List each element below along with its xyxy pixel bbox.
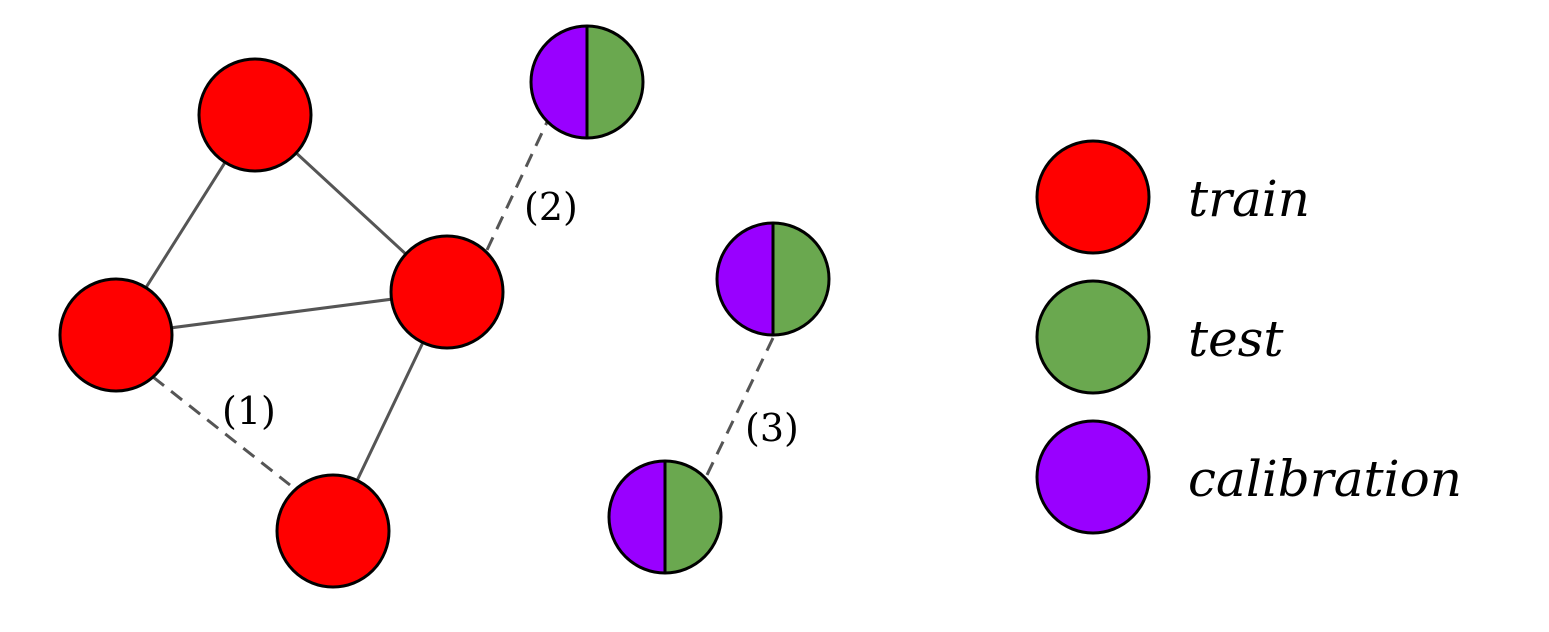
split-node-2-outline (715, 221, 831, 337)
split-node-3-outline (607, 459, 723, 575)
edge-label-3: (3) (745, 406, 799, 450)
train-node-c (389, 234, 505, 350)
legend-calibration-label: calibration (1188, 450, 1462, 508)
legend-train-swatch (1035, 139, 1151, 255)
train-node-d (275, 473, 391, 589)
legend: train test calibration (1035, 139, 1462, 535)
train-node-b (58, 277, 174, 393)
legend-calibration-swatch (1035, 419, 1151, 535)
split-node-1 (529, 24, 645, 140)
split-node-3-calibration-half (609, 461, 665, 573)
split-node-2-calibration-half (717, 223, 773, 335)
edge-label-2: (2) (524, 185, 578, 229)
split-node-3-test-half (665, 461, 721, 573)
edge-label-1: (1) (222, 389, 276, 433)
edge-dashed-1 (152, 375, 291, 487)
legend-test-swatch (1035, 279, 1151, 395)
split-node-2-test-half (773, 223, 829, 335)
legend-train-label: train (1188, 170, 1310, 228)
split-node-2 (715, 221, 831, 337)
train-node-a (197, 57, 313, 173)
split-node-1-test-half (587, 26, 643, 138)
split-node-1-outline (529, 24, 645, 140)
edge-dashed-2 (485, 119, 550, 251)
split-node-1-calibration-half (531, 26, 587, 138)
legend-test-label: test (1188, 310, 1284, 368)
split-node-3 (607, 459, 723, 575)
edge-dashed-3 (704, 337, 775, 478)
train-nodes (58, 57, 505, 589)
